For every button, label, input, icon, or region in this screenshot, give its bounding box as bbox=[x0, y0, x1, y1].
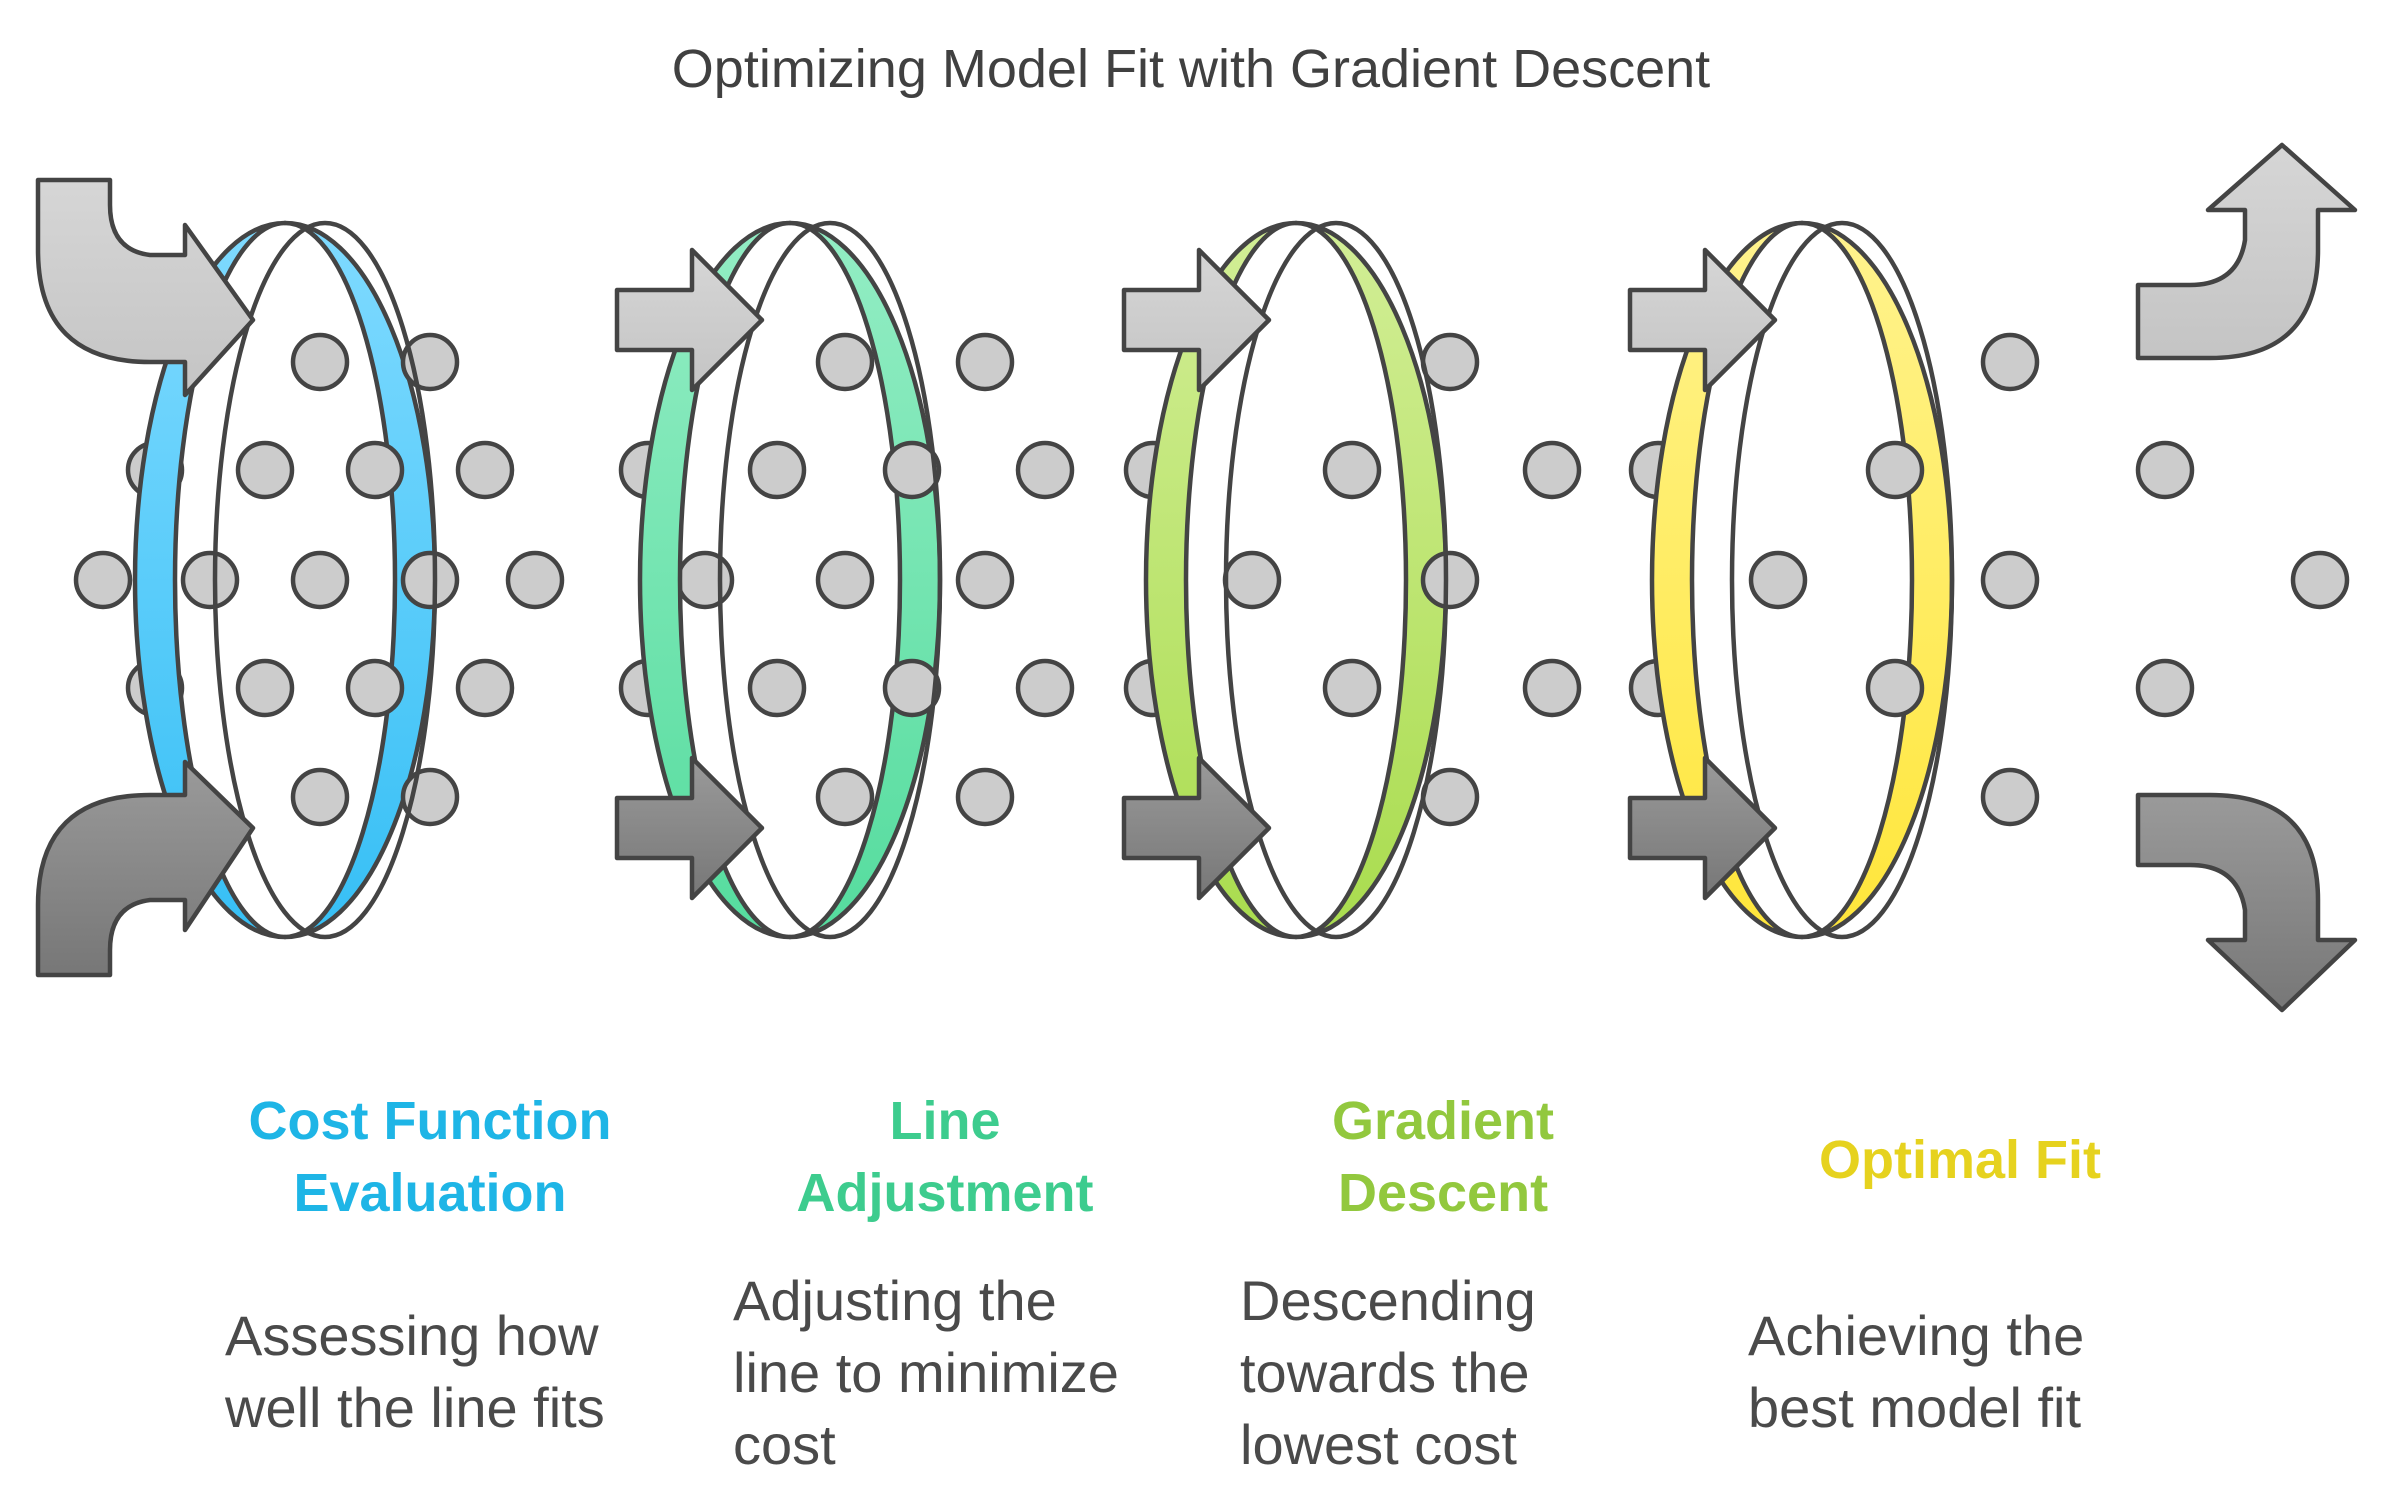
arrow-top-3 bbox=[1121, 247, 1272, 393]
data-point-53 bbox=[2290, 550, 2350, 610]
rings-front-layer bbox=[132, 220, 1955, 940]
data-point-29 bbox=[1015, 658, 1075, 718]
data-point-14 bbox=[290, 332, 350, 392]
data-point-4 bbox=[455, 440, 515, 500]
ring-2-front-band bbox=[637, 220, 793, 940]
data-point-33 bbox=[815, 767, 875, 827]
data-point-36 bbox=[1522, 440, 1582, 500]
data-point-40 bbox=[1322, 658, 1382, 718]
arrow-top-2 bbox=[614, 247, 765, 393]
data-point-12 bbox=[345, 658, 405, 718]
data-point-52 bbox=[1980, 767, 2040, 827]
data-point-3 bbox=[345, 440, 405, 500]
data-point-48 bbox=[1865, 658, 1925, 718]
data-point-25 bbox=[955, 550, 1015, 610]
data-point-46 bbox=[1865, 440, 1925, 500]
arrow-bottom-2 bbox=[614, 755, 765, 901]
data-point-41 bbox=[1522, 658, 1582, 718]
data-point-34 bbox=[955, 767, 1015, 827]
data-point-31 bbox=[815, 332, 875, 392]
data-point-9 bbox=[505, 550, 565, 610]
data-point-43 bbox=[1420, 332, 1480, 392]
data-point-28 bbox=[882, 658, 942, 718]
arrow-bottom-3 bbox=[1121, 755, 1272, 901]
ring-3-front-band bbox=[1143, 220, 1299, 940]
data-point-49 bbox=[2135, 440, 2195, 500]
arrows-layer bbox=[35, 142, 2358, 1013]
data-point-11 bbox=[235, 658, 295, 718]
ring-4-opening bbox=[1729, 220, 1955, 940]
data-point-51 bbox=[1980, 332, 2040, 392]
arrow-top-exit-curved bbox=[2135, 142, 2358, 361]
data-point-20 bbox=[882, 440, 942, 500]
ring-2-opening bbox=[717, 220, 943, 940]
arrow-bottom-exit-curved bbox=[2135, 792, 2358, 1013]
ring-4-back-band bbox=[1799, 220, 1955, 940]
ring-4-front-band bbox=[1649, 220, 1805, 940]
data-point-6 bbox=[180, 550, 240, 610]
data-point-13 bbox=[455, 658, 515, 718]
data-point-7 bbox=[290, 550, 350, 610]
data-point-2 bbox=[235, 440, 295, 500]
ring-1-front-band bbox=[132, 220, 288, 940]
ring-3-opening bbox=[1223, 220, 1449, 940]
data-point-23 bbox=[675, 550, 735, 610]
arrow-top-4 bbox=[1627, 247, 1778, 393]
data-point-8 bbox=[400, 550, 460, 610]
data-point-35 bbox=[1322, 440, 1382, 500]
data-point-21 bbox=[1015, 440, 1075, 500]
rings-back-layer bbox=[282, 220, 1955, 940]
arrow-bottom-1-curved bbox=[35, 759, 256, 978]
data-point-39 bbox=[1420, 550, 1480, 610]
stage-4-title: Optimal Fit bbox=[1819, 1130, 2101, 1190]
data-point-47 bbox=[1980, 550, 2040, 610]
data-point-24 bbox=[815, 550, 875, 610]
data-point-38 bbox=[1222, 550, 1282, 610]
data-point-16 bbox=[290, 767, 350, 827]
data-point-44 bbox=[1420, 767, 1480, 827]
data-point-27 bbox=[747, 658, 807, 718]
data-point-5 bbox=[73, 550, 133, 610]
diagram-title: Optimizing Model Fit with Gradient Desce… bbox=[671, 39, 1711, 99]
data-point-50 bbox=[2135, 658, 2195, 718]
data-point-32 bbox=[955, 332, 1015, 392]
data-point-19 bbox=[747, 440, 807, 500]
data-point-45 bbox=[1748, 550, 1808, 610]
arrow-top-1-curved bbox=[35, 177, 256, 398]
arrow-bottom-4 bbox=[1627, 755, 1778, 901]
ring-1-opening bbox=[212, 220, 438, 940]
